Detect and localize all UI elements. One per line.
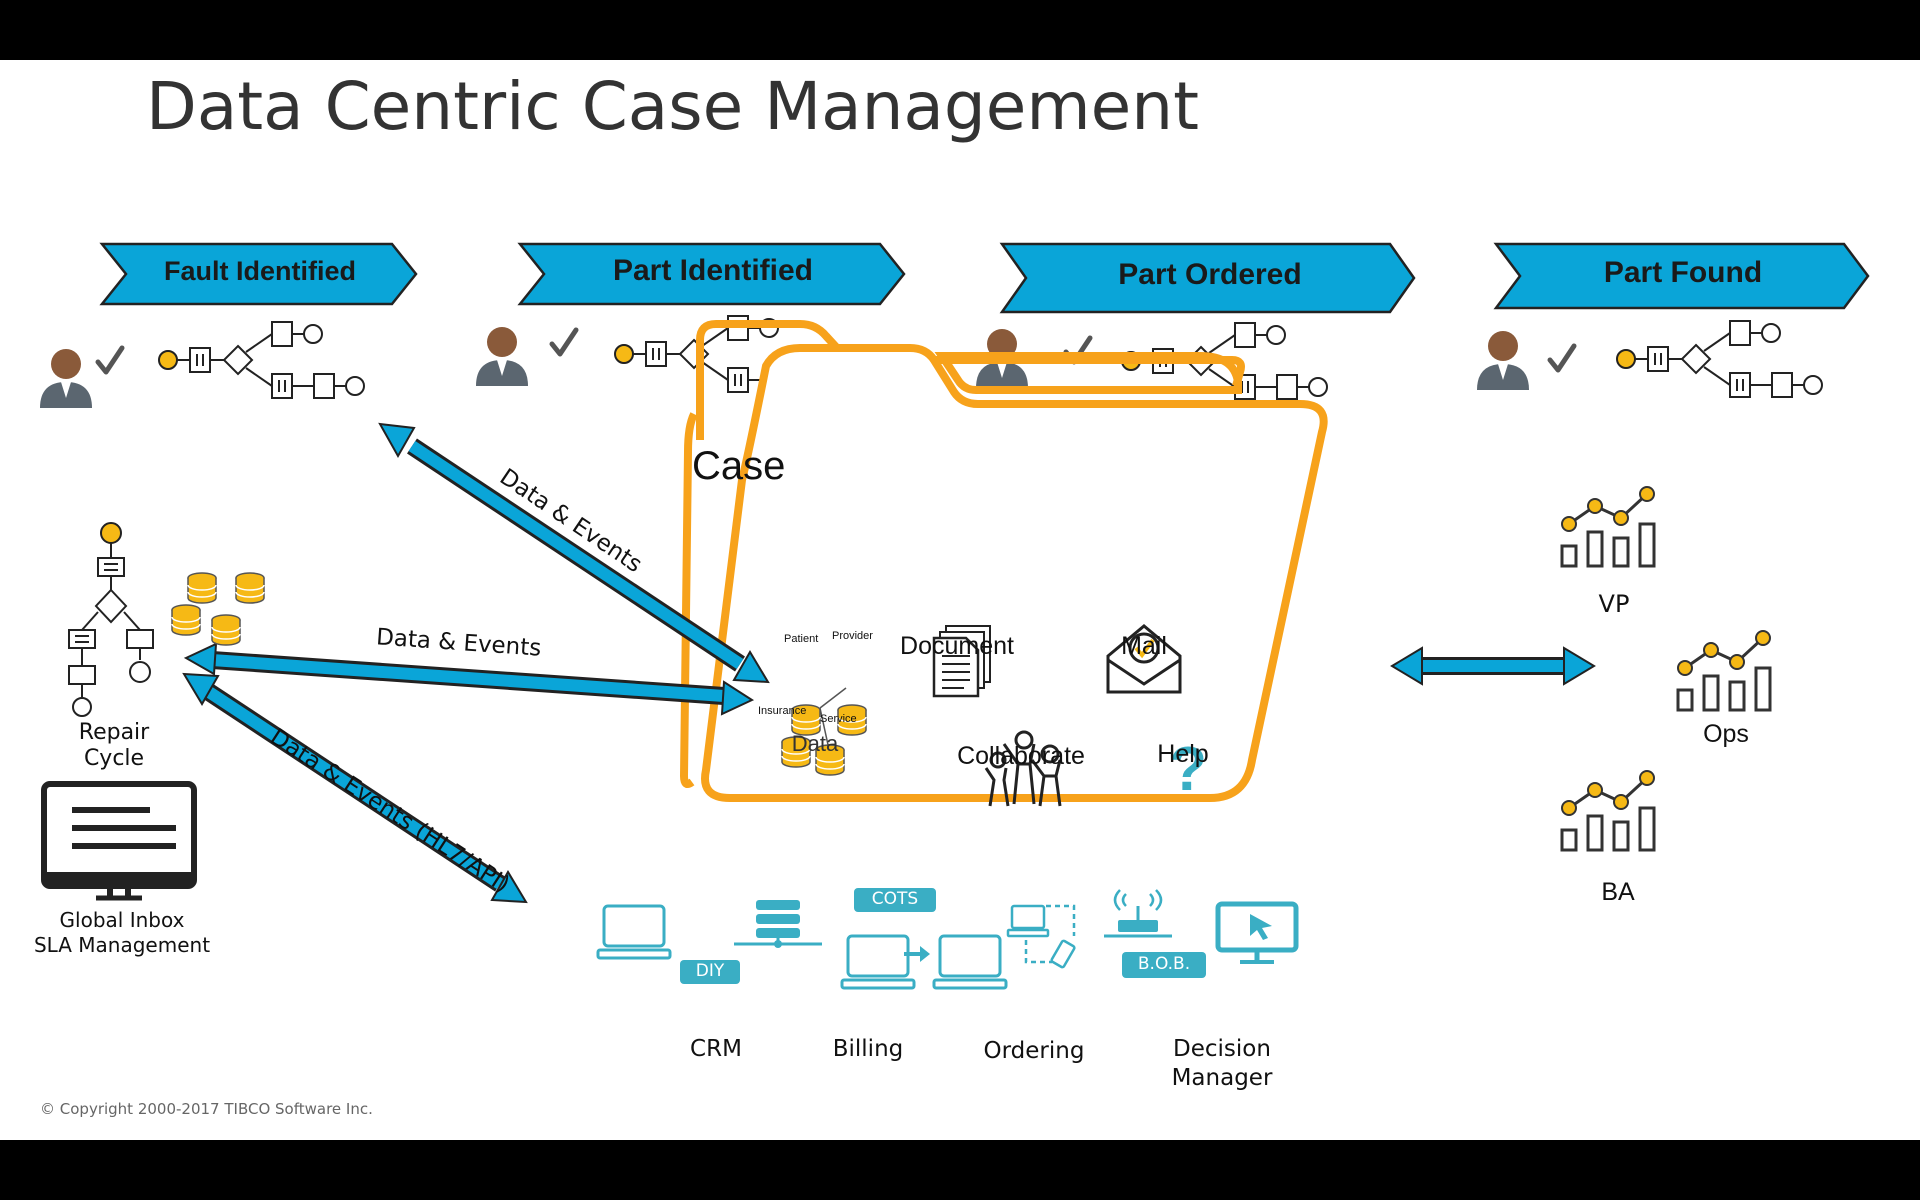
bottom-letterbox <box>0 1140 1920 1200</box>
database-cluster-icon <box>171 572 265 646</box>
db-label-service: Service <box>820 713 857 725</box>
decision-manager-label-line1: Decision <box>1173 1036 1271 1062</box>
ordering-label: Ordering <box>983 1038 1085 1064</box>
stage-label: Part Found <box>1603 256 1763 289</box>
global-inbox-label: Global Inbox <box>59 908 185 932</box>
cots-badge-label: COTS <box>871 889 919 909</box>
check-icon <box>98 348 122 372</box>
billing-laptop-icon <box>932 934 1008 990</box>
ba-chart-icon <box>1560 769 1656 852</box>
stage-chevron-part-found <box>1493 242 1870 310</box>
case-folder-back-edge <box>679 412 698 788</box>
crm-label: CRM <box>690 1036 742 1062</box>
stage-chevron-part-ordered <box>999 242 1416 314</box>
vp-label: VP <box>1598 590 1630 618</box>
case-folder-tab <box>934 352 1242 394</box>
help-icon: ? <box>1169 735 1207 804</box>
data-label: Data <box>791 731 839 756</box>
process-flow-icon <box>1616 320 1823 398</box>
data-databases-icon <box>781 687 867 776</box>
collaborate-people-icon <box>984 730 1062 807</box>
decision-manager-label-line2: Manager <box>1171 1065 1273 1091</box>
arrow-data-events-middle <box>183 642 755 716</box>
monitor-icon <box>41 781 197 901</box>
billing-laptop-icon <box>840 934 916 990</box>
case-folder-back <box>696 320 1245 440</box>
router-icon <box>1104 889 1172 938</box>
help-label: Help <box>1157 740 1209 768</box>
repair-cycle-label: Repair Cycle <box>78 720 150 771</box>
arrow-data-events-top <box>378 422 770 684</box>
bob-badge <box>1122 952 1206 978</box>
stage-label: Part Identified <box>612 254 814 287</box>
diy-badge-label: DIY <box>695 961 725 981</box>
vp-chart-icon <box>1560 485 1656 568</box>
stage-chevron-fault-identified <box>99 242 418 306</box>
cots-badge <box>854 888 936 912</box>
arrow-analytics <box>1390 646 1596 686</box>
diy-badge <box>680 960 740 984</box>
sla-management-label: SLA Management <box>33 933 211 957</box>
svg-text:?: ? <box>1169 735 1207 804</box>
db-label-provider: Provider <box>832 630 873 642</box>
user-avatar-icon <box>1477 331 1529 390</box>
slide-title: Data Centric Case Management <box>146 68 1199 145</box>
document-label: Document <box>900 632 1014 660</box>
collaborate-label: Collaborate <box>957 742 1085 770</box>
user-avatar-icon <box>40 349 92 408</box>
user-avatar-icon <box>476 327 528 386</box>
ba-label: BA <box>1601 878 1635 906</box>
stage-label: Part Ordered <box>1118 258 1302 291</box>
db-label-patient: Patient <box>784 633 819 645</box>
crm-laptop-icon <box>596 904 672 960</box>
server-icon <box>734 900 822 948</box>
stage-label: Fault Identified <box>164 256 356 286</box>
repair-cycle-icon <box>68 522 154 717</box>
arrow-right-icon <box>904 946 930 962</box>
billing-label: Billing <box>832 1036 904 1062</box>
db-label-insurance: Insurance <box>758 705 807 717</box>
top-letterbox <box>0 0 1920 60</box>
ops-label: Ops <box>1703 720 1749 748</box>
stage-chevron-part-identified <box>517 242 906 306</box>
bob-badge-label: B.O.B. <box>1137 954 1191 974</box>
mail-label: Mail <box>1121 632 1167 660</box>
decision-monitor-icon <box>1215 901 1299 964</box>
process-flow-icon <box>158 321 365 399</box>
diagram-canvas: ? <box>40 242 1870 990</box>
case-title: Case <box>692 444 786 488</box>
check-icon <box>1550 346 1574 370</box>
arrow-data-events-bottom <box>182 672 528 904</box>
copyright-footer: © Copyright 2000-2017 TIBCO Software Inc… <box>40 1100 373 1118</box>
ops-chart-icon <box>1676 629 1772 712</box>
ordering-devices-icon <box>1006 904 1076 969</box>
document-icon <box>932 625 991 698</box>
check-icon <box>552 330 576 354</box>
slide: Data Centric Case Management <box>0 60 1920 1140</box>
mail-icon <box>1106 624 1182 694</box>
